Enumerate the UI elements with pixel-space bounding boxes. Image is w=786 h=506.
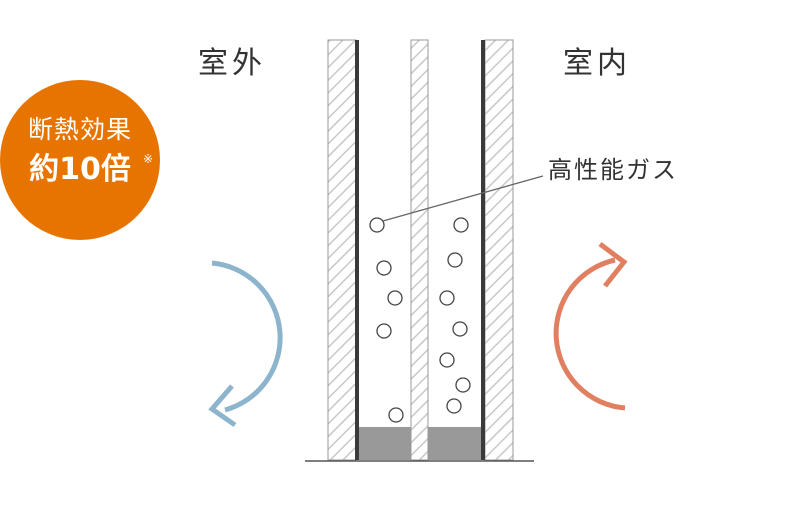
badge-value: 約10倍 (29, 152, 131, 187)
indoor-label: 室内 (563, 46, 631, 81)
badge-footnote-mark: ※ (143, 152, 154, 166)
gas-bubble (447, 252, 463, 268)
spacer-left (359, 427, 411, 460)
gas-bubble (439, 290, 455, 306)
gas-bubble (453, 217, 469, 233)
gas-bubble (387, 290, 403, 306)
glass-pane-inner (481, 39, 514, 461)
low-e-coating-inner (481, 40, 485, 460)
glass-pane-outer (327, 39, 359, 461)
gas-bubble (376, 260, 392, 276)
gas-leader-line (382, 175, 544, 222)
curved-arrow-down-left-icon (208, 260, 283, 428)
spacer-right (428, 427, 481, 460)
gas-bubble (388, 407, 404, 423)
low-e-coating-outer (355, 40, 359, 460)
gas-bubble (369, 217, 385, 233)
gas-bubble (455, 377, 471, 393)
outdoor-label: 室外 (198, 46, 266, 81)
gas-label: 高性能ガス (548, 156, 678, 184)
gas-bubbles (369, 217, 471, 423)
gas-bubble (452, 321, 468, 337)
gas-bubble (376, 323, 392, 339)
insulation-badge: 断熱効果 約10倍 ※ (0, 80, 160, 240)
gas-bubble (439, 352, 455, 368)
badge-title: 断熱効果 (27, 115, 132, 144)
curved-arrow-up-right-icon (553, 242, 628, 411)
glass-pane-middle (410, 39, 429, 461)
gas-bubble (446, 398, 462, 414)
